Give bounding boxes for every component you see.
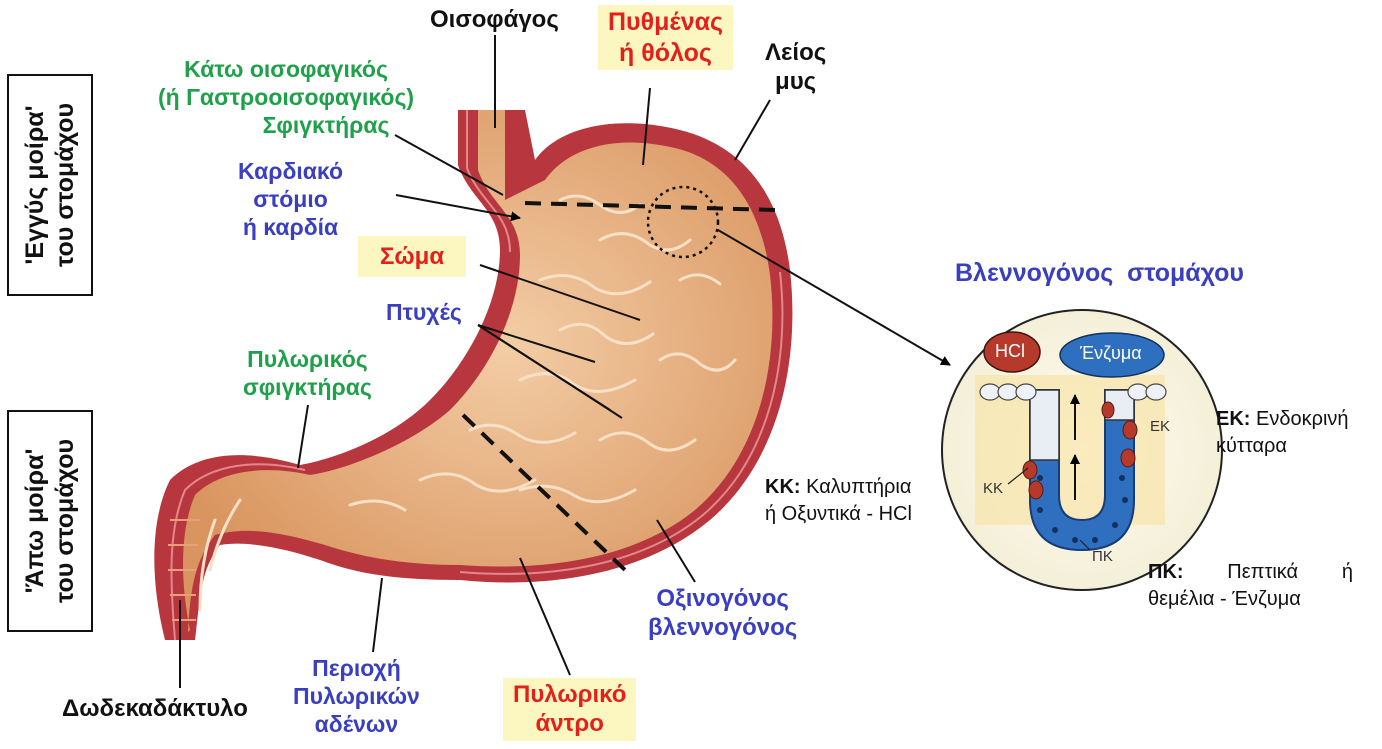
kk-tag: ΚΚ: [983, 480, 1004, 497]
proximal-stomach-box: 'Εγγύς μοίρα' του στομάχου: [7, 74, 93, 296]
pk-note: ΠΚ: Πεπτικά ή θεμέλια - Ένζυμα: [1148, 559, 1353, 613]
cardia-line3: ή καρδία: [242, 214, 339, 241]
distal-line1: 'Άπω μοίρα': [21, 448, 49, 594]
pyloric-sphincter-label: Πυλωρικός σφιγκτήρας: [243, 345, 372, 401]
hcl-label: HCl: [995, 341, 1025, 361]
cardia-line1: Καρδιακό: [238, 158, 344, 184]
oxyntic-mucosa-line2: βλεννογόνος: [648, 614, 798, 642]
ek-note-line1: Ενδοκρινή: [1250, 408, 1349, 430]
pyloric-antrum-line2: άντρο: [535, 710, 604, 738]
ek-note-line2: κύτταρα: [1216, 435, 1287, 457]
pk-note-line2: θεμέλια - Ένζυμα: [1148, 588, 1301, 610]
mucosa-inset: [941, 309, 1223, 591]
distal-stomach-box: 'Άπω μοίρα' του στομάχου: [7, 410, 93, 632]
smooth-muscle-line2: μυς: [775, 68, 817, 96]
duodenum-label: Δωδεκαδάκτυλο: [62, 695, 248, 722]
kk-note: ΚΚ: Καλυπτήρια ή Οξυντικά - HCl: [765, 474, 912, 528]
magnification-circle: [646, 185, 720, 259]
lower-sphincter-line2: (ή Γαστροοισοφαγικός): [158, 84, 415, 111]
pk-tag: ΠΚ: [1092, 548, 1113, 565]
pyloric-glands-label: Περιοχή Πυλωρικών αδένων: [293, 654, 420, 738]
oxyntic-mucosa-line1: Οξινογόνος: [656, 585, 789, 612]
gastric-folds: [198, 194, 737, 612]
cardia-label: Καρδιακό στόμιο ή καρδία: [238, 157, 343, 241]
ek-note: ΕΚ: Ενδοκρινή κύτταρα: [1216, 406, 1349, 460]
smooth-muscle-line1: Λείος: [765, 39, 827, 66]
leader-lines: [179, 35, 951, 688]
kk-note-key: ΚΚ:: [765, 476, 801, 498]
pyloric-sphincter-line2: σφιγκτήρας: [243, 374, 372, 401]
fundus-line2: ή θόλος: [619, 38, 712, 67]
pk-note-line1-end: ή: [1341, 561, 1353, 583]
pyloric-glands-line2: Πυλωρικών: [293, 683, 420, 710]
antrum-division-line: [461, 413, 627, 572]
smooth-muscle-label: Λείος μυς: [765, 38, 826, 97]
hcl-oval: [983, 331, 1041, 373]
pyloric-glands-line1: Περιοχή: [312, 655, 401, 681]
enzyme-oval: [1059, 332, 1165, 378]
ek-tag: ΕΚ: [1150, 418, 1171, 435]
fundus-label: Πυθμένας ή θόλος: [598, 5, 733, 70]
ek-note-key: ΕΚ:: [1216, 408, 1251, 430]
duodenum-rings: [168, 519, 200, 621]
lower-sphincter-line3: Σφιγκτήρας: [262, 112, 390, 139]
pk-note-line1: Πεπτικά: [1227, 561, 1299, 583]
pyloric-antrum-label: Πυλωρικό άντρο: [503, 678, 637, 741]
lower-sphincter-line1: Κάτω οισοφαγικός: [184, 56, 388, 82]
pyloric-antrum-line1: Πυλωρικό: [513, 681, 627, 708]
pk-note-key: ΠΚ:: [1148, 561, 1184, 583]
lower-sphincter-label: Κάτω οισοφαγικός (ή Γαστροοισοφαγικός) Σ…: [158, 55, 414, 139]
oxyntic-mucosa-label: Οξινογόνος βλεννογόνος: [648, 584, 797, 643]
pyloric-sphincter-line1: Πυλωρικός: [247, 346, 368, 372]
pyloric-glands-line3: αδένων: [314, 711, 399, 738]
proximal-line1: 'Εγγύς μοίρα': [21, 105, 49, 265]
cardia-line2: στόμιο: [253, 186, 328, 213]
fundus-division-line: [524, 201, 776, 212]
folds-label: Πτυχές: [386, 299, 462, 325]
proximal-line2: του στομάχου: [51, 102, 79, 268]
oesophagus-label: Οισοφάγος: [430, 6, 559, 33]
mucosa-title: Βλεννογόνος στομάχου: [955, 259, 1244, 287]
stomach-wall: [154, 110, 793, 641]
fundus-line1: Πυθμένας: [608, 8, 723, 36]
body-label: Σώμα: [358, 236, 467, 278]
distal-line2: του στομάχου: [51, 438, 79, 604]
kk-note-line1: Καλυπτήρια: [800, 476, 912, 498]
enzyme-label: Ένζυμα: [1080, 343, 1142, 363]
kk-note-line2: ή Οξυντικά - HCl: [765, 503, 912, 525]
